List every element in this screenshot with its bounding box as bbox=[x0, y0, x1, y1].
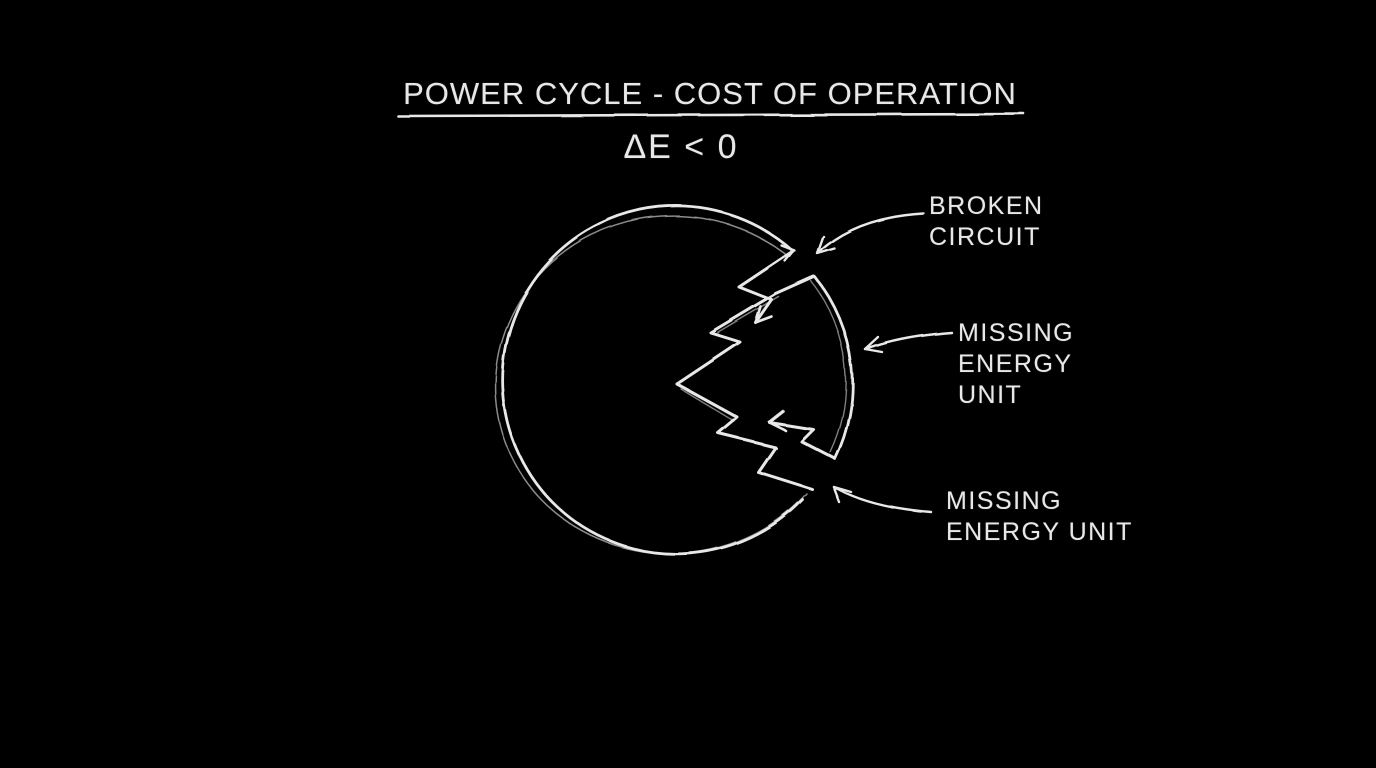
broken-circuit-label: BROKEN CIRCUIT bbox=[929, 191, 1044, 253]
label-line: CIRCUIT bbox=[929, 223, 1041, 251]
missing-wedge-arc-overdraw bbox=[810, 280, 847, 453]
missing-side-arrowhead bbox=[863, 335, 884, 354]
lower-bolt-arrowhead bbox=[767, 409, 787, 432]
notch-upper-edge-overdraw bbox=[715, 296, 780, 335]
upper-bolt-arrowhead bbox=[754, 305, 774, 325]
upper-bolt-tip bbox=[779, 243, 796, 263]
missing-bottom-arrowhead bbox=[831, 484, 852, 504]
label-line: MISSING bbox=[946, 487, 1063, 515]
title-underline bbox=[396, 112, 1026, 118]
label-line: UNIT bbox=[958, 381, 1023, 409]
missing-side-arrow bbox=[863, 330, 953, 351]
notch-lower-edge bbox=[675, 382, 814, 491]
page-title: POWER CYCLE - COST OF OPERATION bbox=[403, 76, 1017, 111]
label-line: MISSING bbox=[958, 319, 1075, 347]
upper-bolt bbox=[737, 249, 795, 325]
label-line: ENERGY UNIT bbox=[946, 518, 1133, 546]
circle-outline-overdraw bbox=[494, 215, 808, 555]
circle-outline bbox=[501, 205, 805, 556]
equation-delta-e: ΔE < 0 bbox=[623, 128, 739, 166]
missing-energy-unit-side-label: MISSING ENERGY UNIT bbox=[958, 318, 1074, 411]
label-line: ENERGY bbox=[958, 350, 1073, 378]
notch-upper-edge bbox=[675, 275, 816, 386]
lower-bolt bbox=[767, 420, 836, 460]
notch-lower-edge-overdraw bbox=[680, 388, 735, 422]
label-line: BROKEN bbox=[929, 192, 1044, 220]
missing-energy-unit-bottom-label: MISSING ENERGY UNIT bbox=[946, 486, 1133, 548]
broken-circuit-arrowhead bbox=[815, 234, 836, 255]
missing-bottom-arrow bbox=[831, 484, 933, 514]
missing-wedge-arc bbox=[813, 275, 854, 461]
broken-circuit-arrow bbox=[816, 211, 925, 254]
